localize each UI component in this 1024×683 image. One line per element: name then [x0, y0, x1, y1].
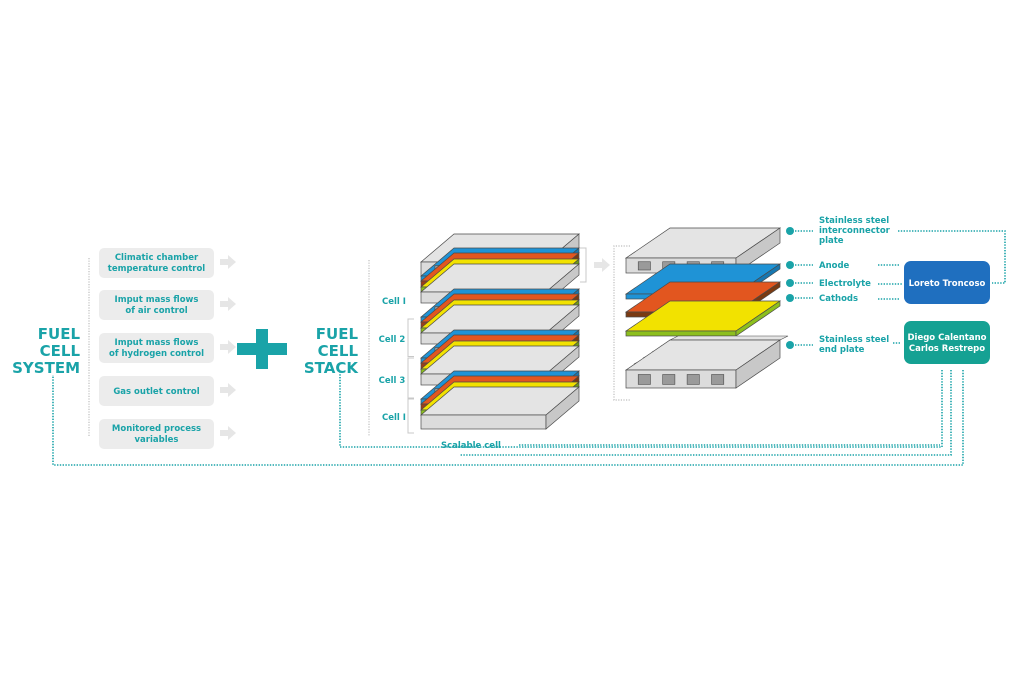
arrow-right-icon	[594, 258, 610, 272]
exploded-cathode-front	[625, 330, 737, 337]
svg-text:Climatic chamber: Climatic chamber	[115, 253, 199, 263]
scalable-cell-label: Scalable cell	[441, 441, 501, 451]
system-boxes: Climatic chamber temperature control Imp…	[99, 248, 214, 449]
arrow-right-icon	[220, 426, 236, 440]
system-box[interactable]: Climatic chamber temperature control	[99, 248, 214, 278]
svg-text:temperature control: temperature control	[108, 264, 206, 274]
svg-text:FUEL: FUEL	[316, 325, 359, 343]
connector-dot	[786, 227, 794, 235]
connector-lines	[52, 230, 1006, 466]
arrow-right-icon	[220, 255, 236, 269]
svg-text:Monitored process: Monitored process	[112, 424, 201, 434]
connector-dot	[786, 261, 794, 269]
svg-text:SYSTEM: SYSTEM	[12, 359, 80, 377]
system-title: FUEL CELL SYSTEM	[12, 325, 80, 377]
end-plate-rib	[669, 335, 789, 341]
component-label: interconnector	[819, 226, 891, 236]
connector-dot	[786, 279, 794, 287]
svg-text:variables: variables	[135, 435, 179, 445]
exploded-cell-illustration	[624, 227, 789, 389]
system-title-line: FUEL	[38, 325, 81, 343]
svg-text:Diego Calentano: Diego Calentano	[907, 333, 986, 343]
system-box[interactable]: Gas outlet control	[99, 376, 214, 406]
component-label: Stainless steel	[819, 216, 889, 226]
cell-labels: Cell I Cell 2 Cell 3 Cell I	[379, 297, 406, 423]
person-box-diego-carlos[interactable]: Diego Calentano Carlos Restrepo	[904, 321, 990, 364]
component-label: plate	[819, 236, 844, 246]
end-plate-channel	[686, 374, 700, 385]
system-title-line: CELL	[40, 342, 81, 360]
arrow-right-icon	[220, 340, 236, 354]
system-title-line: SYSTEM	[12, 359, 80, 377]
exploded-bracket	[613, 245, 630, 401]
cell-label: Cell 3	[379, 376, 406, 386]
svg-text:Imput mass flows: Imput mass flows	[115, 338, 199, 348]
cell-label: Cell I	[382, 297, 406, 307]
svg-text:Loreto Troncoso: Loreto Troncoso	[909, 279, 986, 289]
arrow-icons	[220, 255, 610, 440]
cell-label: Cell 2	[379, 335, 406, 345]
svg-text:Carlos Restrepo: Carlos Restrepo	[909, 344, 985, 354]
svg-text:of air control: of air control	[125, 306, 187, 316]
svg-text:STACK: STACK	[304, 359, 359, 377]
system-box[interactable]: Imput mass flows of air control	[99, 290, 214, 320]
component-label: Electrolyte	[819, 279, 871, 289]
plus-icon	[237, 329, 287, 369]
end-plate-channel	[711, 374, 725, 385]
component-label: end plate	[819, 345, 865, 355]
arrow-right-icon	[220, 297, 236, 311]
arrow-right-icon	[220, 383, 236, 397]
fuel-cell-stack-illustration	[420, 233, 580, 430]
svg-text:of hydrogen control: of hydrogen control	[109, 349, 204, 359]
component-label: Anode	[819, 261, 850, 271]
connector-dot	[786, 341, 794, 349]
end-plate-channel	[637, 374, 651, 385]
person-box-loreto[interactable]: Loreto Troncoso	[904, 261, 990, 304]
svg-text:Imput mass flows: Imput mass flows	[115, 295, 199, 305]
stack-plate-front	[420, 414, 547, 430]
system-box[interactable]: Imput mass flows of hydrogen control	[99, 333, 214, 363]
connector-dot	[786, 294, 794, 302]
component-label: Cathods	[819, 294, 858, 304]
cell-brackets	[407, 247, 587, 434]
end-plate-channel	[662, 374, 676, 385]
exploded-cathode-side	[735, 300, 781, 337]
component-label: Stainless steel	[819, 335, 889, 345]
cell-label: Cell I	[382, 413, 406, 423]
system-box[interactable]: Monitored process variables	[99, 419, 214, 449]
svg-text:FUEL: FUEL	[38, 325, 81, 343]
svg-text:CELL: CELL	[40, 342, 81, 360]
end-plate-side	[735, 339, 781, 389]
svg-text:CELL: CELL	[318, 342, 359, 360]
plate-channel	[637, 261, 651, 271]
stack-plate-side	[545, 386, 580, 430]
component-labels: Stainless steel interconnector plate Ano…	[786, 216, 891, 355]
stack-title: FUEL CELL STACK	[304, 325, 359, 377]
svg-text:Gas outlet control: Gas outlet control	[113, 387, 199, 397]
